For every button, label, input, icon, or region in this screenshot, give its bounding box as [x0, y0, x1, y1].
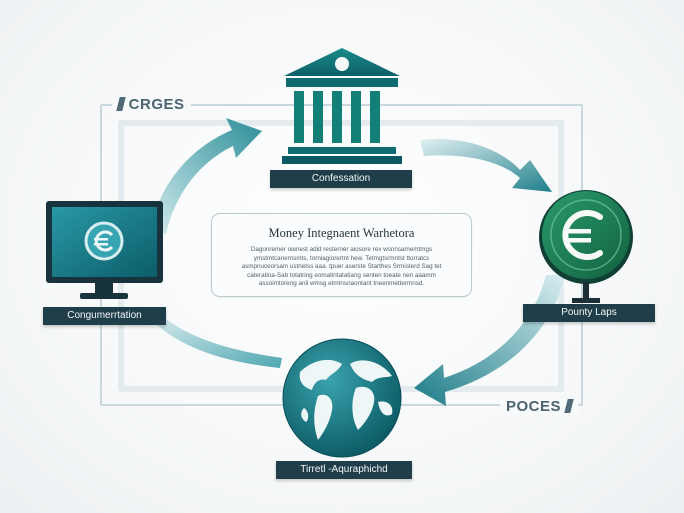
card-body-text: Dagonremer oienest adid resterner aiosor…	[241, 246, 442, 288]
corner-label-bottom-right: POCES	[500, 398, 578, 415]
corner-label-bottom-right-text: POCES	[506, 398, 562, 415]
arrow-globe-to-computer	[150, 314, 282, 368]
computer-monitor-icon	[46, 201, 163, 299]
euro-node-label: Pounty Laps	[523, 304, 655, 322]
corner-label-top-left-text: CRGES	[128, 96, 185, 113]
euro-coin-icon	[539, 190, 633, 303]
arrow-euro-to-globe	[414, 275, 565, 406]
arrow-bank-to-euro	[420, 138, 552, 192]
bank-node-label: Confessation	[270, 170, 412, 188]
globe-node-label: Tirretl -Aquraphichd	[276, 461, 412, 479]
globe-icon	[282, 338, 402, 458]
computer-node-label: Congumerrtation	[43, 307, 166, 325]
arrow-computer-to-bank	[150, 118, 262, 234]
card-title: Money Integnaent Warhetora	[268, 226, 415, 240]
corner-label-top-left: CRGES	[112, 96, 191, 113]
bank-building-icon	[282, 48, 402, 164]
center-info-card: Money Integnaent Warhetora Dagonremer oi…	[211, 213, 472, 297]
